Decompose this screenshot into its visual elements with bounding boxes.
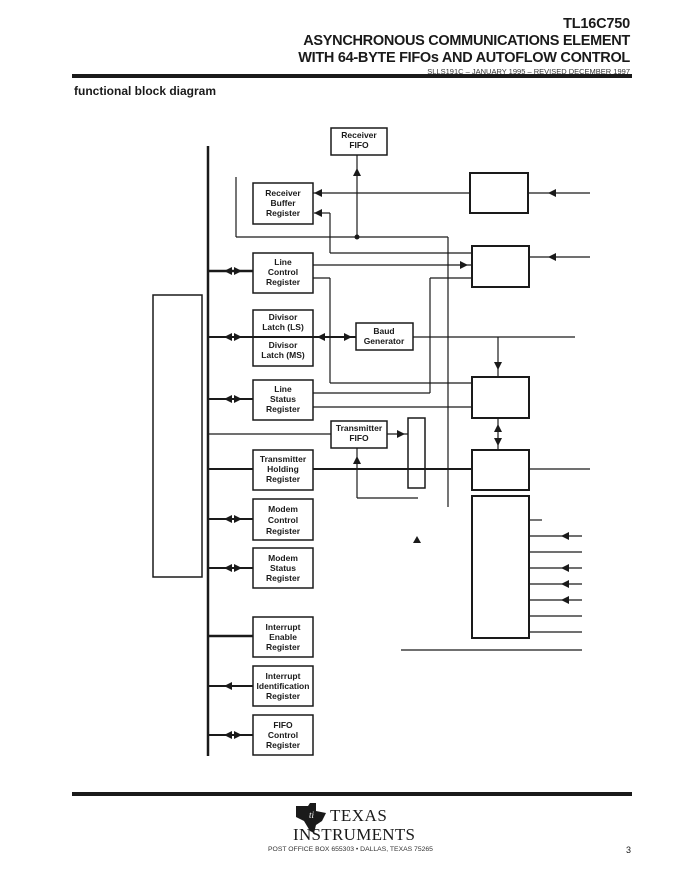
- line-control-register-block: [252, 252, 314, 294]
- msr-label-2: Status: [270, 563, 296, 573]
- lsr-label-1: Line: [274, 384, 292, 394]
- lsr-label-3: Register: [266, 404, 301, 414]
- receiver-fifo-label-1: Receiver: [341, 130, 377, 140]
- iir-label-2: Identification: [257, 681, 310, 691]
- ier-label-2: Enable: [269, 632, 297, 642]
- arrow-left-icon: [224, 267, 232, 275]
- lcr-label-3: Register: [266, 277, 301, 287]
- footer-rule: [72, 792, 632, 796]
- arrow-right-icon: [234, 333, 242, 341]
- lcr-label-1: Line: [274, 257, 292, 267]
- arrow-down-icon: [494, 438, 502, 446]
- arrow-left-icon: [224, 515, 232, 523]
- arrow-down-icon: [494, 362, 502, 370]
- arrow-right-icon: [234, 395, 242, 403]
- part-number: TL16C750: [563, 16, 630, 32]
- modem-control-logic-block: [471, 495, 530, 639]
- arrow-up-icon: [494, 424, 502, 432]
- dlm-label-2: Latch (MS): [261, 350, 305, 360]
- receiver-fifo-label-2: FIFO: [349, 140, 369, 150]
- arrow-up-icon: [353, 168, 361, 176]
- bus-arrows: [224, 267, 242, 739]
- transmitter-select-block: [407, 417, 426, 489]
- rbr-label-3: Register: [266, 208, 301, 218]
- arrow-left-icon: [548, 253, 556, 261]
- receiver-timing-control-block: [471, 245, 530, 288]
- page-number: 3: [626, 845, 632, 855]
- transmitter-timing-control-block: [471, 376, 530, 419]
- title-line-1: ASYNCHRONOUS COMMUNICATIONS ELEMENT: [303, 33, 630, 49]
- arrow-right-icon: [234, 515, 242, 523]
- arrow-right-icon: [460, 261, 468, 269]
- arrow-left-icon: [561, 532, 569, 540]
- arrow-left-icon: [224, 682, 232, 690]
- lcr-label-2: Control: [268, 267, 298, 277]
- ier-label-3: Register: [266, 642, 301, 652]
- arrow-right-icon: [344, 333, 352, 341]
- lsr-label-2: Status: [270, 394, 296, 404]
- thr-label-3: Register: [266, 474, 301, 484]
- doc-revision: SLLS191C – JANUARY 1995 – REVISED DECEMB…: [427, 67, 630, 76]
- arrow-left-icon: [314, 189, 322, 197]
- arrow-right-icon: [234, 267, 242, 275]
- fcr-label-3: Register: [266, 740, 301, 750]
- dll-label-2: Latch (LS): [262, 322, 304, 332]
- tx-fifo-label-1: Transmitter: [336, 423, 383, 433]
- rbr-label-2: Buffer: [270, 198, 296, 208]
- arrow-left-icon: [224, 333, 232, 341]
- fcr-label-1: FIFO: [273, 720, 293, 730]
- brand-line-1: TEXAS: [330, 806, 388, 825]
- ier-label-1: Interrupt: [266, 622, 301, 632]
- rbr-label-1: Receiver: [265, 188, 301, 198]
- thr-label-2: Holding: [267, 464, 299, 474]
- iir-label-1: Interrupt: [266, 671, 301, 681]
- arrow-left-icon: [224, 731, 232, 739]
- arrow-right-icon: [234, 564, 242, 572]
- mcr-label-2: Control: [268, 515, 298, 525]
- msr-label-1: Modem: [268, 553, 298, 563]
- select-control-logic-block: [152, 294, 203, 578]
- iir-label-3: Register: [266, 691, 301, 701]
- receiver-buffer-register-block: [252, 182, 314, 225]
- footer-address: POST OFFICE BOX 655303 • DALLAS, TEXAS 7…: [268, 846, 433, 853]
- baud-label-1: Baud: [373, 326, 394, 336]
- svg-text:ti: ti: [309, 810, 315, 820]
- baud-label-2: Generator: [364, 336, 405, 346]
- dlm-label-1: Divisor: [269, 340, 299, 350]
- tx-fifo-label-2: FIFO: [349, 433, 369, 443]
- arrow-left-icon: [224, 564, 232, 572]
- receiver-fifo-block: [330, 127, 388, 156]
- transmitter-shift-register-block: [471, 449, 530, 491]
- arrow-up-icon: [413, 536, 421, 543]
- header-rule: [72, 74, 632, 78]
- arrow-right-icon: [397, 430, 405, 438]
- thr-label-1: Transmitter: [260, 454, 307, 464]
- arrow-left-icon: [561, 564, 569, 572]
- title-line-2: WITH 64-BYTE FIFOs AND AUTOFLOW CONTROL: [298, 50, 630, 66]
- mcr-label-1: Modem: [268, 504, 298, 514]
- arrow-left-icon: [561, 580, 569, 588]
- arrow-left-icon: [561, 596, 569, 604]
- section-title: functional block diagram: [74, 84, 217, 98]
- arrow-left-icon: [224, 395, 232, 403]
- document-header: TL16C750 ASYNCHRONOUS COMMUNICATIONS ELE…: [298, 16, 630, 76]
- receiver-shift-register-block: [469, 172, 529, 214]
- arrow-right-icon: [234, 731, 242, 739]
- brand-line-2: INSTRUMENTS: [293, 825, 416, 844]
- arrow-left-icon: [548, 189, 556, 197]
- fcr-label-2: Control: [268, 730, 298, 740]
- ti-logo-icon: ti: [296, 803, 326, 833]
- mcr-label-3: Register: [266, 526, 301, 536]
- dll-label-1: Divisor: [269, 312, 299, 322]
- msr-label-3: Register: [266, 573, 301, 583]
- arrow-up-icon: [353, 456, 361, 464]
- arrow-left-icon: [317, 333, 325, 341]
